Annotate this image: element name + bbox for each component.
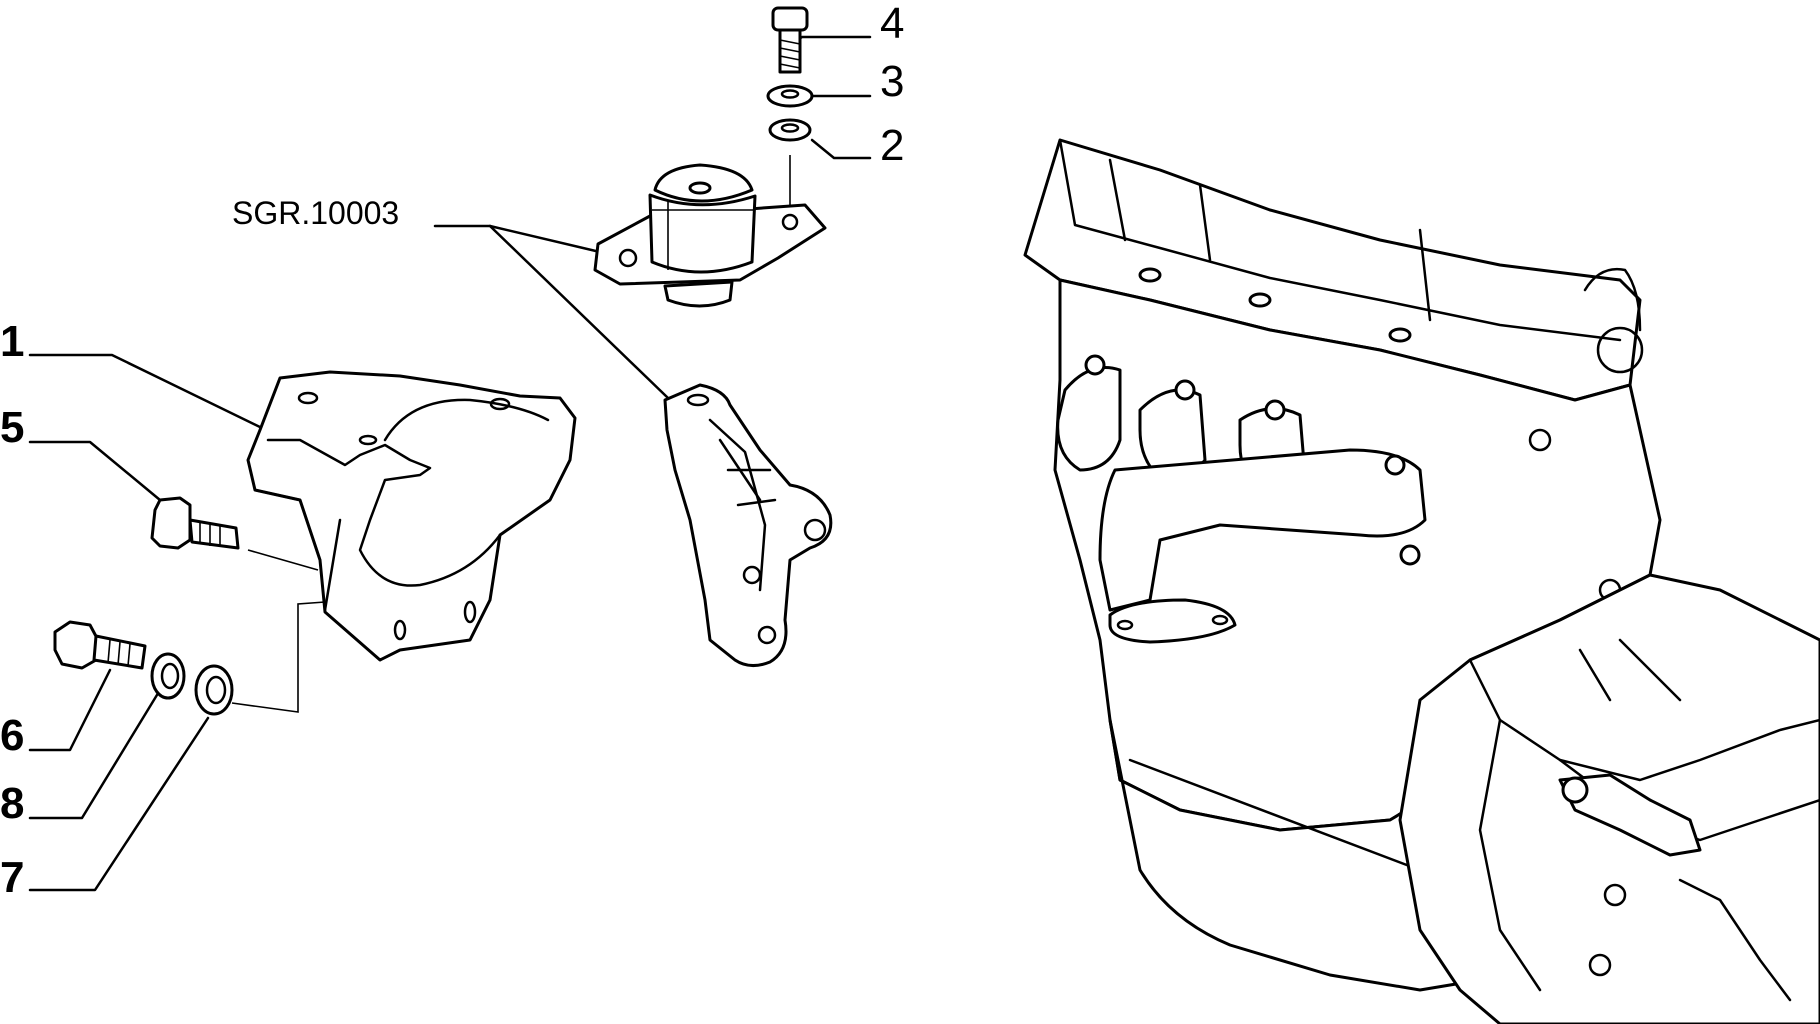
callout-5: 5 — [0, 403, 24, 452]
callout-3: 3 — [880, 57, 904, 106]
engine-gearbox-assembly — [1023, 138, 1820, 1024]
bracket-1 — [246, 370, 577, 662]
reference-label: SGR.10003 — [232, 195, 399, 231]
washer-3 — [766, 84, 814, 108]
leader-lines — [28, 35, 872, 892]
engine-mount-sgr10003 — [593, 163, 827, 308]
callout-4: 4 — [880, 0, 904, 48]
callout-1: 1 — [0, 317, 24, 366]
bolt-6 — [53, 620, 147, 670]
bolt-5 — [150, 496, 240, 550]
bolt-4 — [771, 6, 809, 74]
washer-7 — [194, 664, 234, 716]
callout-8: 8 — [0, 779, 24, 828]
callout-7: 7 — [0, 853, 24, 902]
callout-2: 2 — [880, 121, 904, 170]
washer-2 — [768, 118, 812, 142]
callout-6: 6 — [0, 711, 24, 760]
support-bracket — [663, 383, 833, 667]
washer-8 — [150, 652, 186, 700]
